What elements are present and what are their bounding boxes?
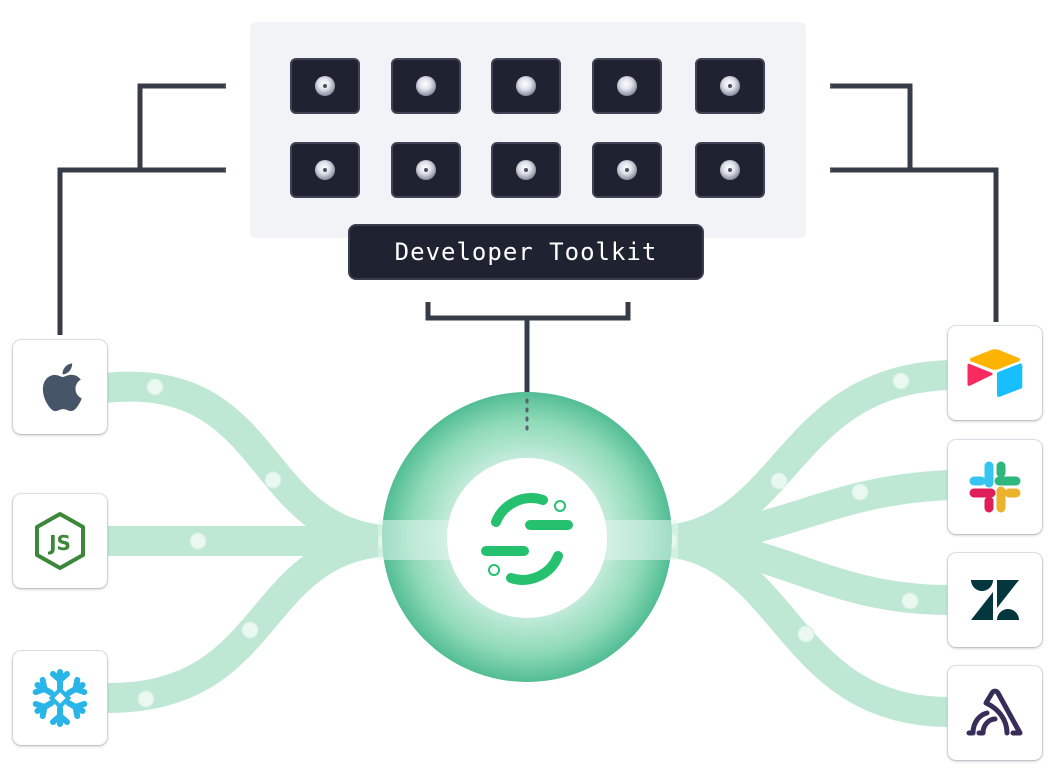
developer-toolkit-label[interactable]: Developer Toolkit [348, 224, 704, 280]
knob-icon [315, 76, 335, 96]
knob-icon [617, 76, 637, 96]
knob-icon [720, 76, 740, 96]
toolkit-module[interactable] [491, 58, 561, 114]
toolkit-panel-inner [250, 22, 806, 238]
flow-dot [241, 621, 259, 639]
destination-sentry[interactable] [948, 666, 1042, 760]
nodejs-text: JS [47, 531, 71, 555]
flow-dot [851, 483, 869, 501]
knob-icon [516, 76, 536, 96]
knob-icon [617, 160, 637, 180]
destination-slack[interactable] [948, 440, 1042, 534]
snowflake-icon [32, 669, 88, 727]
toolkit-module[interactable] [391, 142, 461, 198]
toolkit-module[interactable] [391, 58, 461, 114]
apple-icon [42, 363, 82, 412]
zendesk-icon [971, 580, 1019, 620]
hub [378, 392, 678, 682]
knob-icon [416, 76, 436, 96]
knob-icon [720, 160, 740, 180]
hub-core [447, 458, 607, 618]
toolkit-module[interactable] [491, 142, 561, 198]
toolkit-module[interactable] [695, 58, 765, 114]
toolkit-module[interactable] [695, 142, 765, 198]
nodejs-icon: JS [35, 512, 85, 570]
toolkit-module[interactable] [592, 142, 662, 198]
flow-dot [146, 378, 164, 396]
flow-dot [797, 625, 815, 643]
source-snowflake[interactable] [13, 651, 107, 745]
knob-icon [416, 160, 436, 180]
flow-dot [264, 471, 282, 489]
destination-zendesk[interactable] [948, 553, 1042, 647]
flow-apple [103, 371, 401, 556]
flow-snowflake [104, 526, 401, 714]
source-apple[interactable] [13, 340, 107, 434]
toolkit-module[interactable] [290, 58, 360, 114]
airtable-icon [967, 349, 1023, 397]
segment-logo-icon [481, 493, 573, 585]
knob-icon [516, 160, 536, 180]
toolkit-module[interactable] [592, 58, 662, 114]
flow-dot [189, 532, 207, 550]
flow-dot [137, 690, 155, 708]
flow-dot [770, 472, 788, 490]
destination-airtable[interactable] [948, 326, 1042, 420]
toolkit-module[interactable] [290, 142, 360, 198]
connector-wires [57, 83, 999, 400]
flow-dot [901, 592, 919, 610]
slack-icon [969, 461, 1021, 513]
knob-icon [315, 160, 335, 180]
flow-sentry [649, 526, 951, 727]
sentry-icon [966, 688, 1023, 736]
source-nodejs[interactable]: JS [13, 494, 107, 588]
flow-dot [892, 372, 910, 390]
